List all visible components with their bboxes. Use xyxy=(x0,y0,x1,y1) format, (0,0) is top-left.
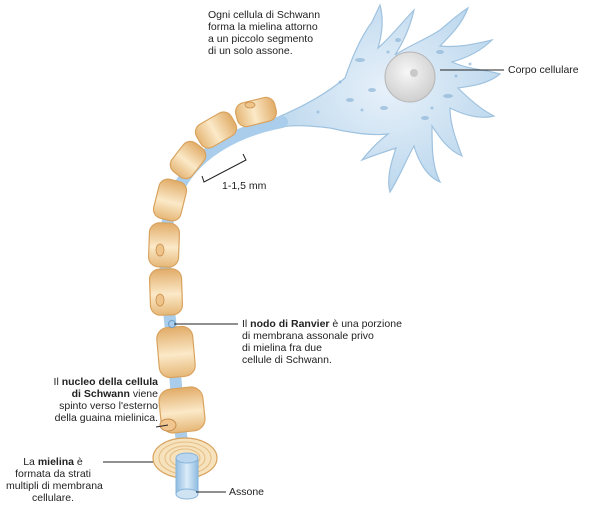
myelin-post: è xyxy=(74,456,83,468)
nucleus-pre: Il xyxy=(54,376,62,388)
myelin-segment xyxy=(156,326,196,379)
ranvier-line1: Il nodo di Ranvier è una porzione xyxy=(242,318,402,330)
myelin-segment xyxy=(148,222,180,267)
cell-body-label: Corpo cellulare xyxy=(508,64,579,76)
myelin-line2: formata da strati xyxy=(6,468,100,480)
segment-length-label: 1-1,5 mm xyxy=(222,180,266,192)
nucleus-line3: spinto verso l'esterno xyxy=(54,400,158,412)
nucleus xyxy=(385,52,435,102)
axon-label: Assone xyxy=(229,486,264,498)
nucleus-line1: Il nucleo della cellula xyxy=(54,376,158,388)
ranvier-line3: di mielina fra due xyxy=(242,342,402,354)
myelin-segment xyxy=(152,177,189,223)
nucleus-label: Il nucleo della cellula di Schwann viene… xyxy=(54,376,158,424)
ranvier-label: Il nodo di Ranvier è una porzione di mem… xyxy=(242,318,402,366)
ranvier-line2: di membrana assonale privo xyxy=(242,330,402,342)
myelin-line3: multipli di membrana xyxy=(6,480,100,492)
nucleus-line4: della guaina mielinica. xyxy=(54,412,158,424)
myelin-pre: La xyxy=(23,456,38,468)
axon-cut-end xyxy=(176,489,198,499)
myelin-line4: cellulare. xyxy=(6,492,100,504)
schwann-note-line1: Ogni cellula di Schwann xyxy=(208,9,320,21)
ranvier-line4: cellule di Schwann. xyxy=(242,354,402,366)
schwann-note-line4: di un solo assone. xyxy=(208,45,320,57)
schwann-note: Ogni cellula di Schwann forma la mielina… xyxy=(208,9,320,57)
ranvier-post: è una porzione xyxy=(330,318,402,330)
myelin-cross-section xyxy=(153,438,217,499)
nucleus-post2: viene xyxy=(130,388,158,400)
schwann-note-line3: a un piccolo segmento xyxy=(208,33,320,45)
myelin-label: La mielina è formata da strati multipli … xyxy=(6,456,100,504)
nucleolus xyxy=(410,69,418,77)
ranvier-bold: nodo di Ranvier xyxy=(250,318,329,330)
myelin-sheath xyxy=(148,96,278,435)
nucleus-bold2: di Schwann xyxy=(72,388,130,400)
ranvier-pre: Il xyxy=(242,318,250,330)
nucleus-line2: di Schwann viene xyxy=(54,388,158,400)
myelin-segment xyxy=(192,109,240,152)
schwann-note-line2: forma la mielina attorno xyxy=(208,21,320,33)
myelin-segment xyxy=(149,268,183,315)
myelin-line1: La mielina è xyxy=(6,456,100,468)
myelin-bold: mielina xyxy=(38,456,74,468)
nucleus-bold1: nucleo della cellula xyxy=(62,376,158,388)
